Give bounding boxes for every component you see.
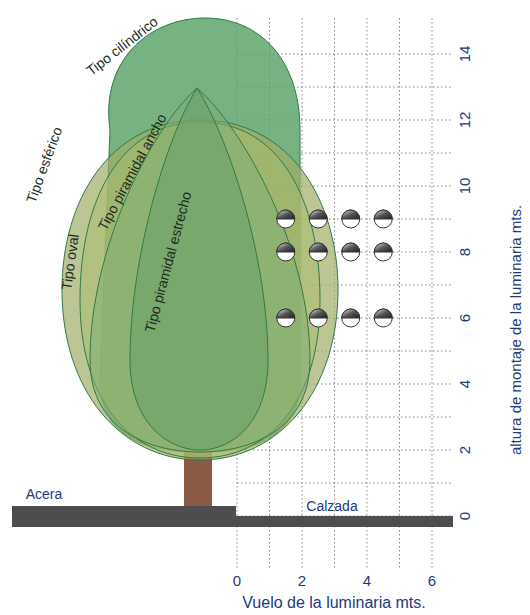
axis-tick-label: 14	[457, 46, 472, 63]
axis-tick-label: 6	[457, 314, 472, 322]
axis-tick-label: 8	[457, 248, 472, 256]
road-label: Calzada	[306, 499, 357, 513]
luminaire-symbol	[277, 243, 295, 261]
axis-title: altura de montaje de la luminaria mts.	[508, 205, 523, 455]
axis-tick-label: 0	[457, 512, 472, 520]
luminaire-symbol	[309, 210, 327, 228]
axis-tick-label: 2	[457, 446, 472, 454]
grid-line	[237, 483, 452, 484]
luminaire-symbol	[374, 309, 392, 327]
axis-tick-label: 6	[428, 573, 436, 588]
road-bar	[236, 516, 453, 527]
grid-line	[237, 450, 452, 451]
luminaire-symbol	[342, 309, 360, 327]
luminaire-symbol	[277, 210, 295, 228]
luminaire-symbol	[374, 210, 392, 228]
luminaire-symbol	[277, 309, 295, 327]
axis-tick-label: 4	[457, 380, 472, 388]
crown-label: Tipo esférico	[24, 125, 64, 205]
axis-title: Vuelo de la luminaria mts.	[242, 595, 426, 611]
sidewalk-label: Acera	[26, 487, 63, 501]
luminaire-symbol	[309, 243, 327, 261]
grid-line	[367, 18, 368, 570]
luminaire-symbol	[309, 309, 327, 327]
grid-line	[399, 18, 400, 570]
luminaire-symbol	[342, 243, 360, 261]
axis-tick-label: 2	[298, 573, 306, 588]
axis-tick-label: 12	[457, 112, 472, 129]
luminaire-symbol	[374, 243, 392, 261]
axis-tick-label: 4	[363, 573, 371, 588]
luminaire-symbol	[342, 210, 360, 228]
axis-tick-label: 10	[457, 178, 472, 195]
axis-tick-label: 0	[233, 573, 241, 588]
grid-line	[432, 18, 433, 570]
crown-wide-pyramidal	[90, 88, 310, 452]
sidewalk-bar	[12, 506, 236, 527]
